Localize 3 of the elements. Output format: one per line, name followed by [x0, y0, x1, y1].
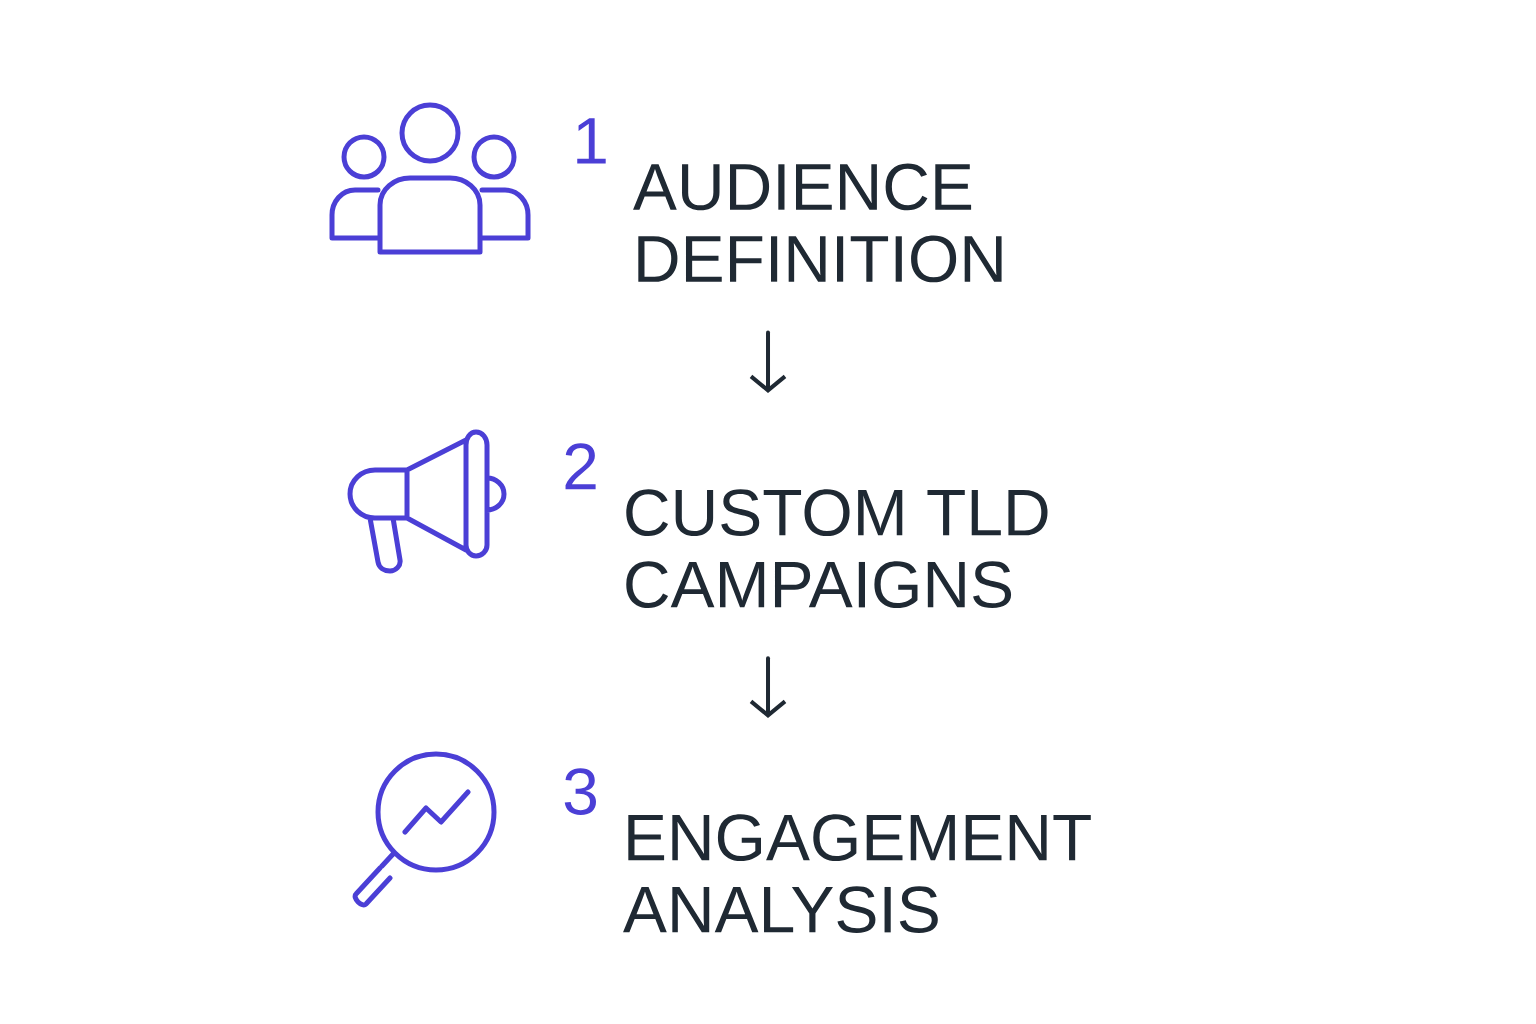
step-label: 2 CUSTOM TLD CAMPAIGNS — [565, 443, 1048, 608]
step-label: 1 AUDIENCE DEFINITION — [577, 118, 1002, 283]
step-label: 3 ENGAGEMENT ANALYSIS — [564, 768, 1091, 933]
